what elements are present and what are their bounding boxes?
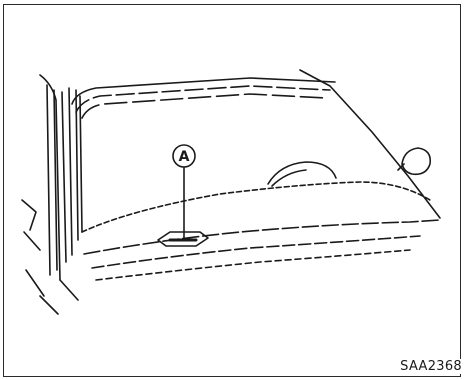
right-pillar [300, 70, 440, 218]
windshield-top-edge [72, 78, 335, 118]
callout-letter: A [179, 149, 190, 165]
dashboard-sensor [158, 232, 208, 246]
figure-code: SAA2368 [398, 359, 462, 374]
meter-hood [268, 162, 336, 186]
a-pillar [22, 75, 82, 314]
dashboard [82, 182, 440, 280]
